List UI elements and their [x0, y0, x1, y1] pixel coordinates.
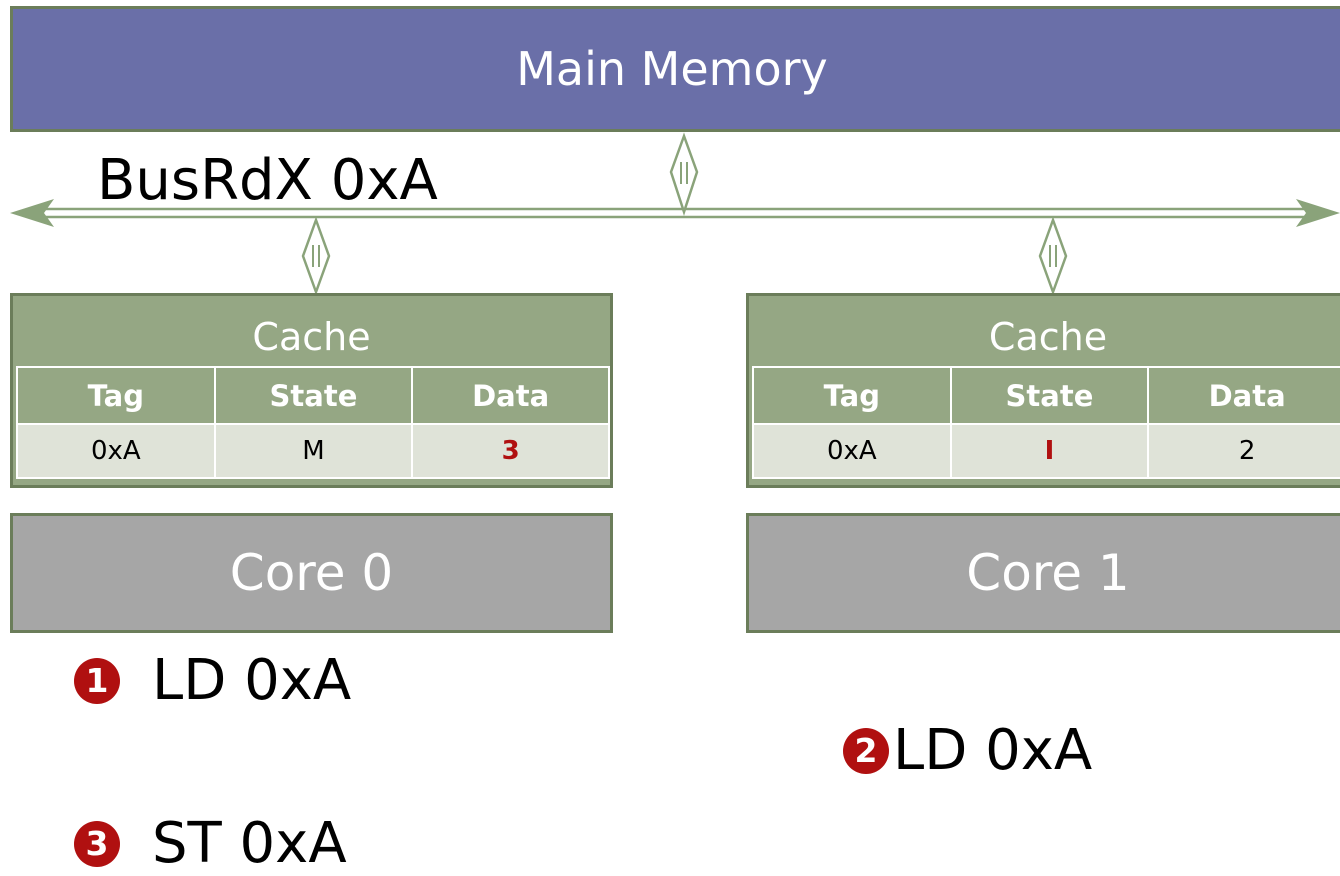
- bus-arrow-left: [10, 199, 54, 227]
- cache-1-title: Cache: [988, 315, 1108, 359]
- cache-0-header-data: Data: [411, 366, 610, 425]
- cache-1-tag: 0xA: [752, 423, 952, 479]
- step-3-badge: 3: [74, 820, 120, 867]
- bus-line: [44, 207, 1316, 219]
- core-0: Core 0: [10, 513, 613, 633]
- main-memory-label: Main Memory: [516, 42, 828, 96]
- cache-1-header-row: Tag State Data: [752, 366, 1340, 425]
- cache-1-state: I: [949, 423, 1150, 479]
- main-memory-block: Main Memory: [10, 6, 1340, 132]
- cache-0-data: 3: [411, 423, 610, 479]
- operation-2-text: LD 0xA: [893, 718, 1093, 783]
- operation-3-text: ST 0xA: [152, 811, 347, 876]
- operation-1-text: LD 0xA: [152, 648, 352, 713]
- cache-1-table: Tag State Data 0xA I 2: [752, 366, 1340, 479]
- cache-1-data: 2: [1147, 423, 1340, 479]
- cache-0-header-tag: Tag: [16, 366, 216, 425]
- cache-1-header-data: Data: [1147, 366, 1340, 425]
- cache-0-tag: 0xA: [16, 423, 216, 479]
- bus-transaction-label: BusRdX 0xA: [97, 148, 438, 213]
- core-0-label: Core 0: [229, 544, 394, 602]
- cache1-bus-connector: [1038, 216, 1068, 296]
- operation-1: 1 LD 0xA: [74, 648, 351, 713]
- step-2-badge: 2: [843, 727, 889, 774]
- step-1-badge: 1: [74, 657, 120, 704]
- cache-0-header-row: Tag State Data: [16, 366, 610, 425]
- memory-bus-connector: [669, 132, 699, 217]
- bus-arrow-right: [1296, 199, 1340, 227]
- cache-1: Cache Tag State Data 0xA I 2: [746, 293, 1340, 488]
- cache-0-title: Cache: [252, 315, 371, 359]
- core-1-label: Core 1: [966, 544, 1130, 602]
- cache-0-line: 0xA M 3: [16, 423, 610, 479]
- operation-2: 2 LD 0xA: [843, 718, 1092, 783]
- cache0-bus-connector: [301, 216, 331, 296]
- cache-1-header-state: State: [949, 366, 1150, 425]
- core-1: Core 1: [746, 513, 1340, 633]
- operation-3: 3 ST 0xA: [74, 811, 347, 876]
- cache-1-line: 0xA I 2: [752, 423, 1340, 479]
- cache-0-state: M: [213, 423, 414, 479]
- cache-0-header-state: State: [213, 366, 414, 425]
- cache-0-table: Tag State Data 0xA M 3: [16, 366, 610, 479]
- cache-1-header-tag: Tag: [752, 366, 952, 425]
- cache-0: Cache Tag State Data 0xA M 3: [10, 293, 613, 488]
